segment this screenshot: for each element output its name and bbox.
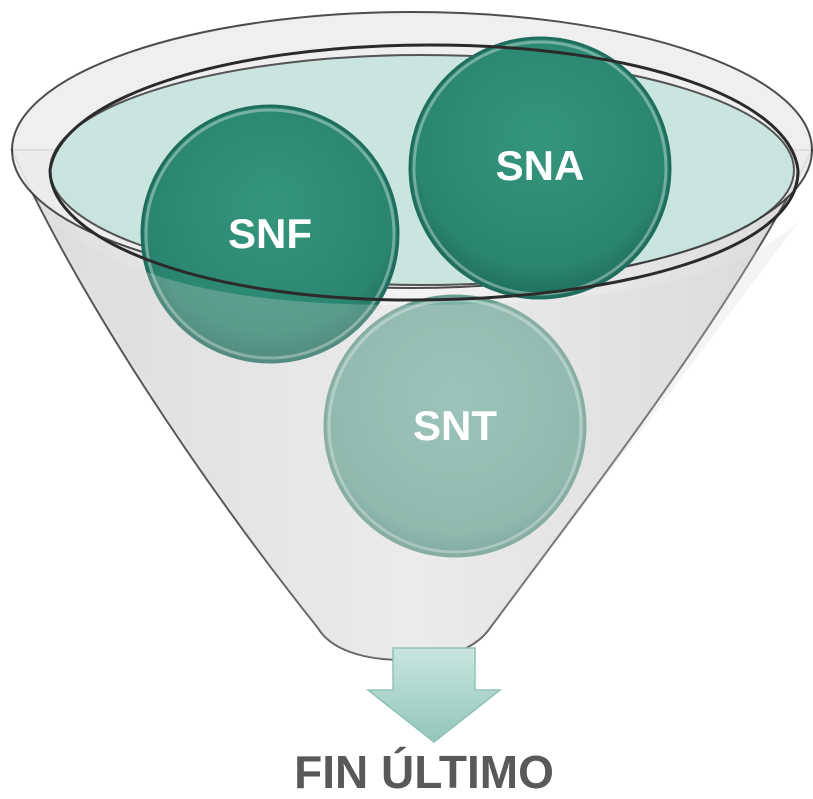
funnel-rim-back: [48, 43, 800, 171]
circle-sna: [408, 36, 672, 300]
label-snt: SNT: [413, 402, 497, 449]
down-arrow-icon: [365, 647, 503, 743]
funnel-rim-front: [48, 169, 800, 302]
label-snf: SNF: [228, 210, 312, 257]
funnel-front-glass: [50, 220, 800, 660]
label-sna: SNA: [496, 142, 585, 189]
result-label: FIN ÚLTIMO: [294, 746, 554, 798]
